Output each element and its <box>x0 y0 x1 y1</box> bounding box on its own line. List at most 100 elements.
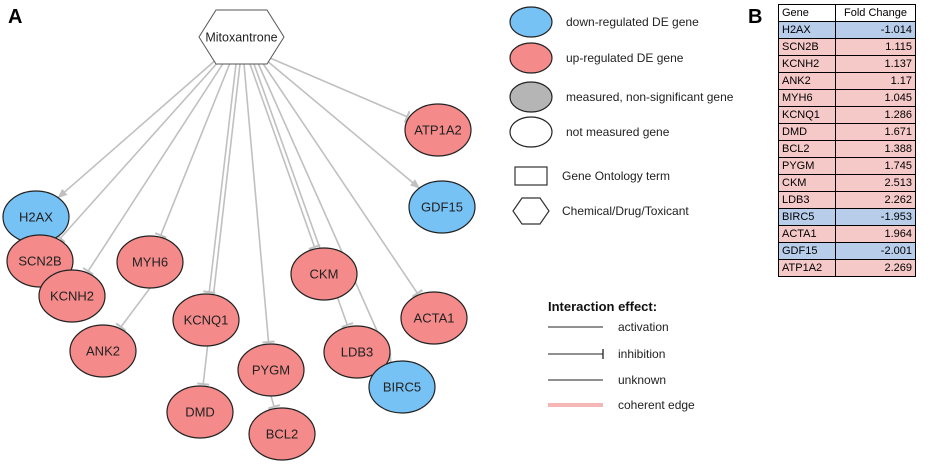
gene-cell: PYGM <box>778 157 836 175</box>
edge-layer <box>55 57 423 410</box>
gene-node-ldb3[interactable]: LDB3 <box>323 325 391 379</box>
gene-node-ank2[interactable]: ANK2 <box>69 324 137 378</box>
edge-atp1a2 <box>269 57 411 123</box>
gene-label: MYH6 <box>132 255 168 270</box>
legend-item-measured: measured, non-significant gene <box>509 81 734 113</box>
gene-label: KCNH2 <box>50 289 94 304</box>
gene-ellipse <box>248 407 316 461</box>
fold-change-cell: 1.045 <box>835 89 916 107</box>
gene-ellipse <box>404 103 472 157</box>
gene-label: ACTA1 <box>414 311 455 326</box>
gene-ellipse <box>172 293 240 347</box>
gene-node-myh6[interactable]: MYH6 <box>116 235 184 289</box>
legend-item-chem: Chemical/Drug/Toxicant <box>512 197 689 225</box>
gene-node-kcnq1[interactable]: KCNQ1 <box>172 293 240 347</box>
fold-change-cell: 1.964 <box>835 225 916 243</box>
legend-label: Chemical/Drug/Toxicant <box>562 204 689 218</box>
gene-ellipse <box>368 360 436 414</box>
ellipse-icon <box>509 6 553 38</box>
gene-node-atp1a2[interactable]: ATP1A2 <box>404 103 472 157</box>
panel-label-b: B <box>748 6 763 28</box>
table-header-row: Gene Fold Change <box>778 4 916 22</box>
gene-node-acta1[interactable]: ACTA1 <box>400 291 468 345</box>
gene-node-bcl2[interactable]: BCL2 <box>248 407 316 461</box>
edge-myh6 <box>154 62 231 239</box>
gene-node-pygm[interactable]: PYGM <box>237 343 305 397</box>
edge-ank2 <box>115 287 151 332</box>
fold-change-cell: 2.269 <box>835 259 916 277</box>
gene-ellipse <box>323 325 391 379</box>
hub-label: Mitoxantrone <box>205 31 277 45</box>
legend-edge-label: unknown <box>618 373 666 387</box>
edge-gdf15 <box>265 59 421 189</box>
edge-kcnq1 <box>203 63 237 294</box>
legend-edge-activation: activation <box>548 320 669 334</box>
gene-node-dmd[interactable]: DMD <box>166 385 234 439</box>
gene-label: GDF15 <box>421 200 463 215</box>
gene-node-gdf15[interactable]: GDF15 <box>408 180 476 234</box>
panel-label-a: A <box>8 6 23 28</box>
legend-edge-unknown: unknown <box>548 373 666 387</box>
gene-label: H2AX <box>19 210 53 225</box>
gene-label: ANK2 <box>86 344 120 359</box>
legend: down-regulated DE gene up-regulated DE ge… <box>509 6 734 412</box>
legend-edge-coherent: coherent edge <box>548 398 695 412</box>
fold-change-cell: 1.671 <box>835 123 916 141</box>
legend-edge-label: inhibition <box>618 347 665 361</box>
interaction-legend-title: Interaction effect: <box>548 299 657 314</box>
fold-change-cell: 2.513 <box>835 174 916 192</box>
legend-label: not measured gene <box>566 125 670 139</box>
header-gene: Gene <box>778 4 836 22</box>
gene-node-ckm[interactable]: CKM <box>290 247 358 301</box>
gene-cell: ACTA1 <box>778 225 836 243</box>
fold-change-cell: 1.286 <box>835 106 916 124</box>
gene-cell: SCN2B <box>778 38 836 56</box>
legend-item-not: not measured gene <box>509 116 670 148</box>
hexagon-shape <box>198 9 285 65</box>
edge-bcl2 <box>268 395 281 410</box>
legend-item-up: up-regulated DE gene <box>509 42 684 74</box>
gene-cell: ATP1A2 <box>778 259 836 277</box>
legend-item-down: down-regulated DE gene <box>509 6 699 38</box>
table-row: GDF15-2.001 <box>778 242 916 260</box>
gene-node-birc5[interactable]: BIRC5 <box>368 360 436 414</box>
legend-edge-label: coherent edge <box>618 398 695 412</box>
gene-label: BCL2 <box>266 427 299 442</box>
legend-edge-label: activation <box>618 320 669 334</box>
gene-label: BIRC5 <box>383 380 421 395</box>
fold-change-cell: 1.17 <box>835 72 916 90</box>
gene-ellipse <box>38 269 106 323</box>
gene-label: SCN2B <box>18 254 61 269</box>
edge-h2ax <box>57 57 219 199</box>
gene-node-h2ax[interactable]: H2AX <box>2 190 70 244</box>
gene-cell: KCNQ1 <box>778 106 836 124</box>
gene-cell: MYH6 <box>778 89 836 107</box>
hub-node[interactable]: Mitoxantrone <box>198 9 285 65</box>
gene-label: KCNQ1 <box>184 313 229 328</box>
gene-ellipse <box>237 343 305 397</box>
gene-cell: H2AX <box>778 21 836 39</box>
fold-change-cell: 2.262 <box>835 191 916 209</box>
gene-node-kcnh2[interactable]: KCNH2 <box>38 269 106 323</box>
ellipse-icon <box>509 42 553 74</box>
gene-cell: KCNH2 <box>778 55 836 73</box>
fold-change-cell: 1.137 <box>835 55 916 73</box>
gene-ellipse <box>290 247 358 301</box>
gene-ellipse <box>400 291 468 345</box>
fold-change-cell: -1.953 <box>835 208 916 226</box>
gene-label: ATP1A2 <box>414 123 461 138</box>
gene-cell: ANK2 <box>778 72 836 90</box>
gene-cell: CKM <box>778 174 836 192</box>
